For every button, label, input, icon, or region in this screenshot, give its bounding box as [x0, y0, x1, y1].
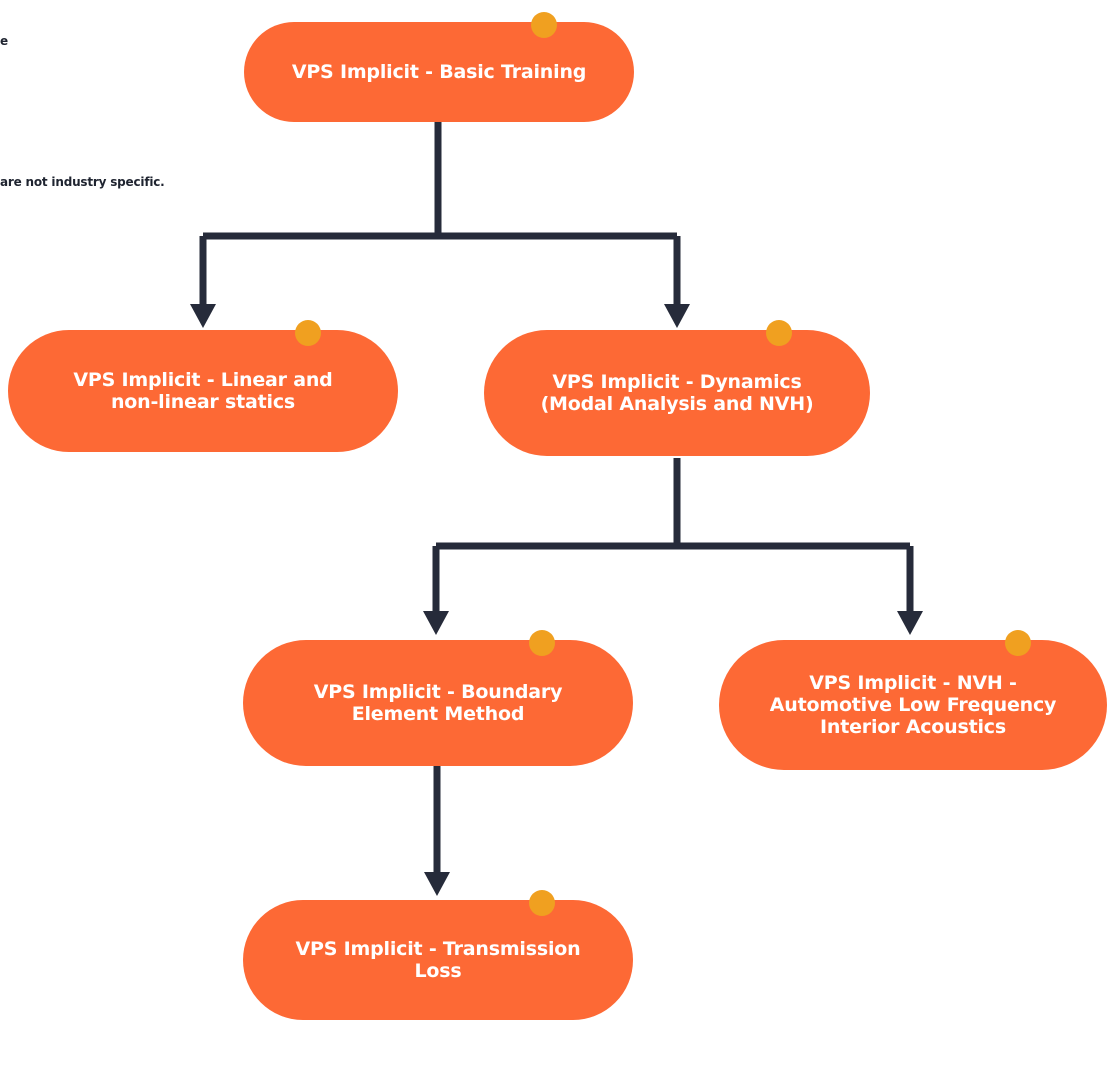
- course-node-label: VPS Implicit - Linear and non-linear sta…: [73, 369, 333, 413]
- course-node-label: VPS Implicit - Dynamics (Modal Analysis …: [540, 371, 814, 415]
- course-node-label: VPS Implicit - Boundary Element Method: [313, 681, 563, 725]
- arrowhead-dynamics: [664, 304, 690, 328]
- course-node-linear-statics[interactable]: VPS Implicit - Linear and non-linear sta…: [8, 320, 398, 452]
- accent-dot: [529, 890, 555, 916]
- arrowhead-nvh: [897, 611, 923, 635]
- course-node-label: VPS Implicit - Basic Training: [291, 61, 587, 83]
- arrowhead-transmission: [424, 872, 450, 896]
- accent-dot: [529, 630, 555, 656]
- course-node-dynamics[interactable]: VPS Implicit - Dynamics (Modal Analysis …: [484, 320, 870, 456]
- arrowhead-statics: [190, 304, 216, 328]
- course-node-nvh-acoustics[interactable]: VPS Implicit - NVH - Automotive Low Freq…: [719, 630, 1107, 770]
- course-node-basic-training[interactable]: VPS Implicit - Basic Training: [244, 12, 634, 122]
- accent-dot: [531, 12, 557, 38]
- cropped-intro-text-top: e: [0, 34, 8, 48]
- course-node-label: VPS Implicit - NVH - Automotive Low Freq…: [769, 672, 1057, 738]
- accent-dot: [295, 320, 321, 346]
- cropped-intro-text: are not industry specific.: [0, 175, 165, 189]
- arrowhead-bem: [423, 611, 449, 635]
- course-node-boundary-element-method[interactable]: VPS Implicit - Boundary Element Method: [243, 630, 633, 766]
- accent-dot: [1005, 630, 1031, 656]
- accent-dot: [766, 320, 792, 346]
- course-node-label: VPS Implicit - Transmission Loss: [295, 938, 581, 982]
- course-node-transmission-loss[interactable]: VPS Implicit - Transmission Loss: [243, 890, 633, 1020]
